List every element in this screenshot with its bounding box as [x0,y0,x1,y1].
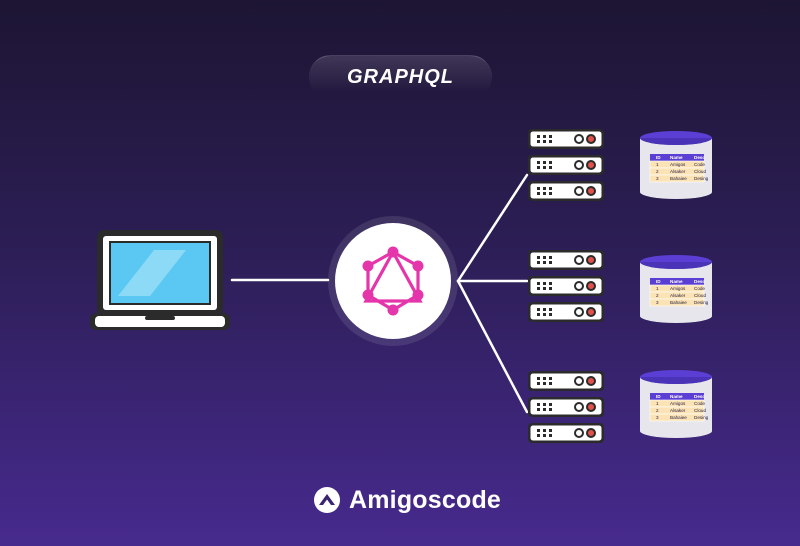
server-icon [527,249,605,271]
table-cell: Alsaker [670,169,686,174]
db-table: ID Name Desc 1 Amigos Code 2 Alsaker Cloud 3 Bahai… [649,154,709,183]
table-cell: 3 [656,300,659,305]
table-cell: 2 [656,169,659,174]
table-header-cell: Desc [694,394,705,399]
server-icon [527,396,605,418]
server-icon [527,128,605,150]
table-cell: Desing [694,300,709,305]
server-icon [527,370,605,392]
table-cell: Alsaker [670,408,686,413]
server-icon [527,154,605,176]
laptop-icon [90,230,230,330]
server-stack-2 [527,249,605,323]
db-table: ID Name Desc 1 Amigos Code 2 Alsaker Cloud 3 Bahai… [649,278,709,307]
table-row [649,298,705,307]
table-header-cell: ID [656,155,661,160]
table-cell: Bahaiee [670,415,687,420]
connector-graphql-server-1 [456,173,529,283]
table-cell: Bahaiee [670,176,687,181]
table-cell: Amigos [670,401,686,406]
table-cell: Amigos [670,286,686,291]
table-header-cell: Desc [694,155,705,160]
db-table: ID Name Desc 1 Amigos Code 2 Alsaker Cloud 3 Bahai… [649,393,709,422]
graphql-hub [328,216,458,346]
server-icon [527,180,605,202]
table-header-row [650,393,704,400]
table-header-cell: Name [670,279,683,284]
table-cell: Code [694,162,705,167]
table-header-cell: Desc [694,279,705,284]
table-cell: 1 [656,162,659,167]
table-cell: Cloud [694,169,706,174]
table-header-cell: ID [656,279,661,284]
table-cell: Desing [694,176,709,181]
table-cell: 3 [656,176,659,181]
server-stack-3 [527,370,605,444]
table-cell: Code [694,286,705,291]
table-row [649,413,705,422]
table-cell: Code [694,401,705,406]
table-header-cell: Name [670,155,683,160]
brand-logo: Amigoscode [313,484,501,516]
brand-name: Amigoscode [349,485,502,514]
database-1: ID Name Desc 1 Amigos Code 2 Alsaker Cloud 3 Bahai… [640,131,712,199]
table-cell: 1 [656,401,659,406]
table-cell: 2 [656,293,659,298]
server-icon [527,275,605,297]
server-icon [527,301,605,323]
table-cell: Cloud [694,293,706,298]
connector-graphql-server-3 [456,279,529,414]
table-header-row [650,154,704,161]
table-header-cell: Name [670,394,683,399]
table-header-cell: ID [656,394,661,399]
table-cell: Alsaker [670,293,686,298]
database-2: ID Name Desc 1 Amigos Code 2 Alsaker Cloud 3 Bahai… [640,255,712,323]
page-title: GRAPHQL [347,66,454,88]
database-3: ID Name Desc 1 Amigos Code 2 Alsaker Cloud 3 Bahai… [640,370,712,438]
table-cell: 1 [656,286,659,291]
table-cell: Desing [694,415,709,420]
title-pill: GRAPHQL [309,55,492,99]
server-stack-1 [527,128,605,202]
table-row [649,174,705,183]
connectors [230,173,529,414]
table-cell: 2 [656,408,659,413]
table-cell: Bahaiee [670,300,687,305]
table-header-row [650,278,704,285]
table-cell: 3 [656,415,659,420]
amigoscode-logo-icon [314,487,340,513]
table-cell: Cloud [694,408,706,413]
server-icon [527,422,605,444]
table-cell: Amigos [670,162,686,167]
